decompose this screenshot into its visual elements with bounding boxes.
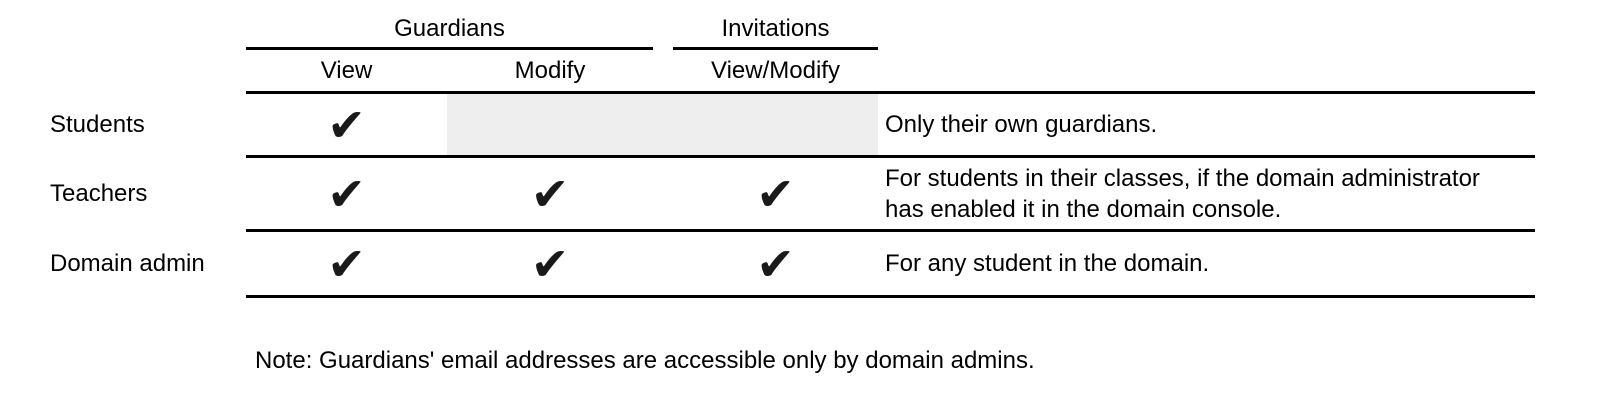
row-label-teachers: Teachers (50, 179, 148, 207)
row-note: For any student in the domain. (885, 232, 1535, 295)
check-icon: ✔ (530, 236, 570, 291)
footnote: Note: Guardians' email addresses are acc… (255, 347, 1035, 374)
column-group-invitations: Invitations (721, 15, 830, 42)
check-icon: ✔ (530, 166, 570, 221)
row-label-students: Students (50, 110, 145, 138)
row-note: Only their own guardians. (885, 94, 1535, 155)
row-separator-rule (246, 155, 1535, 158)
header-bottom-rule (246, 91, 1535, 94)
row-note-line: For any student in the domain. (885, 250, 1210, 277)
row-label-domain-admin: Domain admin (50, 249, 205, 277)
invitations-underline-rule (673, 47, 878, 50)
check-icon: ✔ (327, 236, 366, 291)
domain-admin-modify-cell: ✔ (447, 232, 653, 295)
check-icon: ✔ (756, 236, 795, 291)
domain-admin-view-modify-cell: ✔ (673, 232, 878, 295)
column-header-view: View (320, 57, 373, 84)
students-view-cell: ✔ (246, 94, 447, 155)
column-group-guardians: Guardians (394, 15, 505, 42)
row-note-line: has enabled it in the domain console. (885, 195, 1282, 223)
teachers-view-cell: ✔ (246, 158, 447, 229)
domain-admin-view-cell: ✔ (246, 232, 447, 295)
row-note-line: Only their own guardians. (885, 111, 1158, 138)
row-note: For students in their classes, if the do… (885, 158, 1535, 229)
check-icon: ✔ (756, 166, 795, 221)
check-icon: ✔ (327, 166, 366, 221)
row-separator-rule (246, 229, 1535, 232)
column-header-modify: Modify (514, 57, 586, 84)
table-bottom-rule (246, 295, 1535, 298)
check-icon: ✔ (327, 97, 366, 152)
row-note-line: For students in their classes, if the do… (885, 164, 1480, 192)
teachers-view-modify-cell: ✔ (673, 158, 878, 229)
column-header-view-modify: View/Modify (711, 57, 840, 84)
teachers-modify-cell: ✔ (447, 158, 653, 229)
guardians-underline-rule (246, 47, 653, 50)
disabled-cell (447, 94, 878, 155)
